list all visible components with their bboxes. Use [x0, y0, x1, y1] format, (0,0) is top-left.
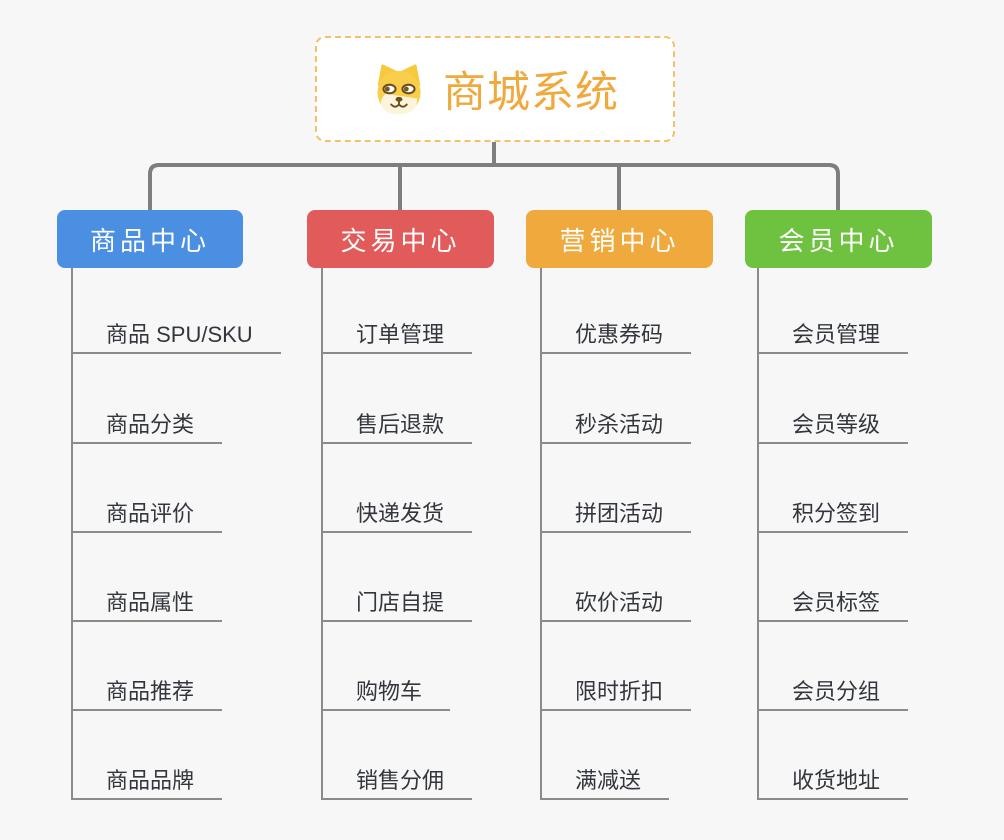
branch-label: 会员中心: [778, 225, 899, 256]
branch-drop-line: [321, 268, 323, 800]
branch-label: 营销中心: [559, 225, 680, 256]
child-node-product-review[interactable]: 商品评价: [71, 487, 223, 533]
child-node-product-brand[interactable]: 商品品牌: [71, 754, 223, 800]
child-node-product-spu-sku[interactable]: 商品 SPU/SKU: [71, 308, 281, 354]
root-node-label: 商城系统: [443, 69, 619, 117]
branch-node-marketing-center[interactable]: 营销中心: [526, 210, 713, 268]
branch-node-trade-center[interactable]: 交易中心: [307, 210, 494, 268]
branch-label: 交易中心: [340, 225, 461, 256]
child-node-after-sale-refund[interactable]: 售后退款: [321, 398, 473, 444]
child-node-member-tag[interactable]: 会员标签: [757, 576, 909, 622]
child-node-express-delivery[interactable]: 快递发货: [321, 487, 473, 533]
branch-label: 商品中心: [89, 225, 210, 256]
dog-face-icon: [377, 64, 421, 114]
child-node-member-group[interactable]: 会员分组: [757, 665, 909, 711]
child-node-limited-time-discount[interactable]: 限时折扣: [540, 665, 692, 711]
child-node-order-management[interactable]: 订单管理: [321, 308, 473, 354]
branch-drop-line: [71, 268, 73, 800]
child-node-coupon-code[interactable]: 优惠券码: [540, 308, 692, 354]
branch-node-product-center[interactable]: 商品中心: [57, 210, 243, 268]
child-node-product-attribute[interactable]: 商品属性: [71, 576, 223, 622]
branch-node-member-center[interactable]: 会员中心: [745, 210, 932, 268]
root-node-mall-system[interactable]: 商城系统: [315, 36, 675, 142]
branch-drop-line: [540, 268, 542, 800]
child-node-member-management[interactable]: 会员管理: [757, 308, 909, 354]
child-node-shopping-cart[interactable]: 购物车: [321, 665, 451, 711]
child-node-full-reduction[interactable]: 满减送: [540, 754, 670, 800]
branch-drop-line: [757, 268, 759, 800]
child-node-points-checkin[interactable]: 积分签到: [757, 487, 909, 533]
child-node-bargain-activity[interactable]: 砍价活动: [540, 576, 692, 622]
child-node-product-category[interactable]: 商品分类: [71, 398, 223, 444]
child-node-member-level[interactable]: 会员等级: [757, 398, 909, 444]
child-node-group-buy[interactable]: 拼团活动: [540, 487, 692, 533]
child-node-store-pickup[interactable]: 门店自提: [321, 576, 473, 622]
child-node-flash-sale[interactable]: 秒杀活动: [540, 398, 692, 444]
child-node-shipping-address[interactable]: 收货地址: [757, 754, 909, 800]
child-node-sales-commission[interactable]: 销售分佣: [321, 754, 473, 800]
child-node-product-recommend[interactable]: 商品推荐: [71, 665, 223, 711]
